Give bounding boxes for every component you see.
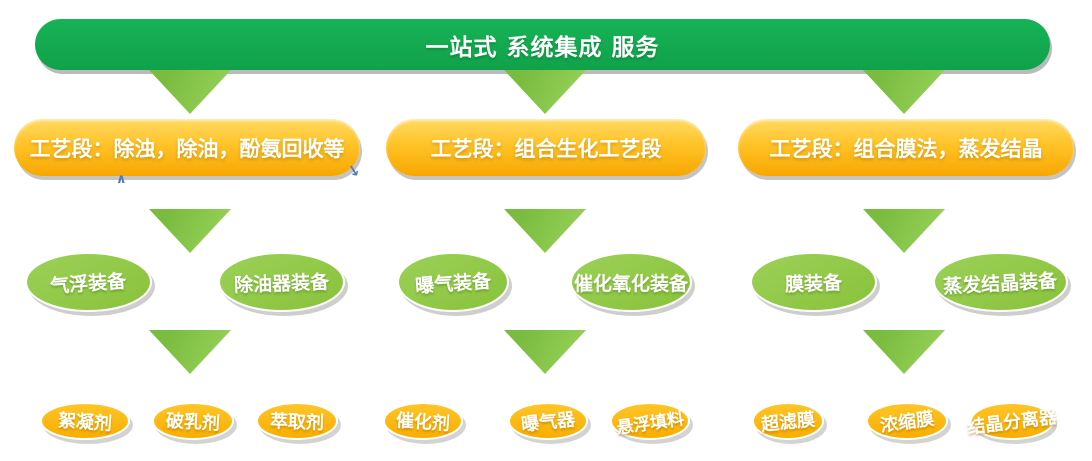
- process-stage-label: 工艺段：组合膜法，蒸发结晶: [769, 136, 1043, 161]
- process-stage-pill: 工艺段：除浊，除油，酚氨回收等: [14, 119, 360, 176]
- product-ellipse: 萃取剂: [256, 402, 338, 440]
- product-label: 萃取剂: [269, 411, 325, 434]
- product-label: 浓缩膜: [879, 408, 936, 437]
- product-ellipse: 结晶分离器: [966, 402, 1058, 440]
- equipment-label: 气浮装备: [49, 269, 128, 298]
- equipment-label: 蒸发结晶装备: [943, 269, 1059, 298]
- equipment-ellipse: 曝气装备: [397, 252, 509, 312]
- product-ellipse: 悬浮填料: [610, 402, 690, 440]
- equipment-label: 曝气装备: [414, 269, 492, 298]
- down-triangle-icon: [863, 209, 945, 253]
- product-label: 絮凝剂: [57, 410, 113, 435]
- down-triangle-icon: [149, 209, 231, 253]
- product-ellipse: 破乳剂: [152, 402, 234, 440]
- process-stage-label: 工艺段：除浊，除油，酚氨回收等: [29, 136, 345, 161]
- product-label: 结晶分离器: [966, 406, 1059, 439]
- equipment-label: 催化氧化装备: [573, 272, 688, 295]
- equipment-ellipse: 气浮装备: [25, 252, 152, 312]
- down-triangle-icon: [504, 209, 586, 253]
- product-ellipse: 曝气器: [508, 402, 588, 440]
- equipment-label: 膜装备: [784, 271, 843, 296]
- down-triangle-icon: [149, 330, 231, 374]
- caret-mark-icon: ∧: [116, 172, 127, 187]
- product-ellipse: 超滤膜: [752, 402, 824, 440]
- down-triangle-icon: [863, 70, 945, 114]
- product-label: 超滤膜: [760, 409, 817, 436]
- down-triangle-icon: [504, 330, 586, 374]
- main-banner: 一站式 系统集成 服务: [35, 19, 1050, 70]
- equipment-ellipse: 膜装备: [750, 252, 877, 312]
- process-stage-pill: 工艺段：组合生化工艺段: [386, 119, 706, 176]
- down-triangle-icon: [863, 330, 945, 374]
- product-label: 悬浮填料: [615, 408, 686, 439]
- down-arrow-mark-icon: ↓: [343, 160, 365, 183]
- product-label: 催化剂: [395, 410, 451, 435]
- product-ellipse: 浓缩膜: [866, 402, 948, 440]
- equipment-ellipse: 蒸发结晶装备: [933, 252, 1068, 312]
- down-triangle-icon: [504, 70, 586, 114]
- main-banner-label: 一站式 系统集成 服务: [425, 34, 660, 61]
- equipment-ellipse: 除油器装备: [218, 252, 345, 312]
- product-label: 曝气器: [520, 409, 577, 436]
- process-stage-label: 工艺段：组合生化工艺段: [430, 136, 662, 161]
- down-triangle-icon: [149, 70, 231, 114]
- product-label: 破乳剂: [165, 410, 221, 435]
- equipment-ellipse: 催化氧化装备: [570, 252, 692, 312]
- process-stage-pill: 工艺段：组合膜法，蒸发结晶: [738, 119, 1074, 176]
- product-ellipse: 催化剂: [383, 402, 463, 440]
- equipment-label: 除油器装备: [233, 270, 330, 297]
- product-ellipse: 絮凝剂: [40, 402, 130, 440]
